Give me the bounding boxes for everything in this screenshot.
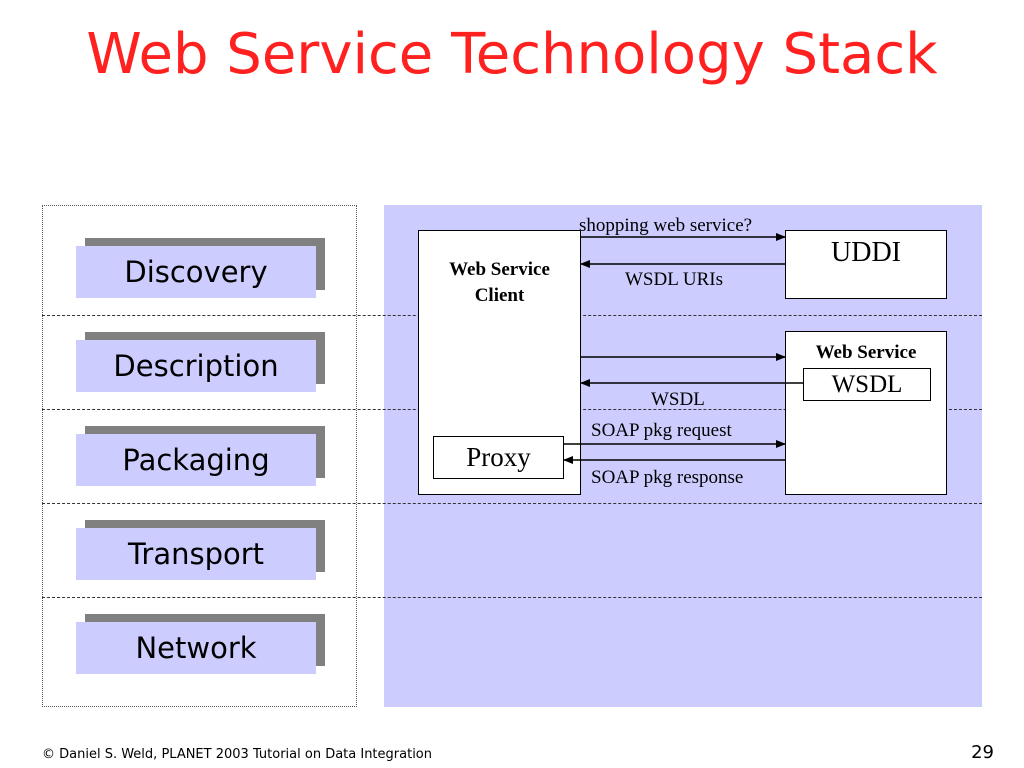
uddi-box: UDDI — [785, 230, 947, 299]
label-wsdl-uris: WSDL URIs — [625, 269, 723, 290]
label-soap-request: SOAP pkg request — [591, 420, 732, 441]
client-title-line1: Web Service — [449, 259, 550, 280]
label-shopping-query: shopping web service? — [579, 215, 753, 236]
layer-description: Description — [76, 340, 316, 392]
layer-packaging: Packaging — [76, 434, 316, 486]
web-service-box: Web Service — [785, 331, 947, 495]
web-service-title: Web Service — [815, 342, 917, 363]
layer-divider — [42, 597, 982, 598]
layer-transport: Transport — [76, 528, 316, 580]
footer-credit: © Daniel S. Weld, PLANET 2003 Tutorial o… — [42, 747, 432, 762]
client-title-line2: Client — [474, 285, 525, 306]
wsdl-box: WSDL — [803, 368, 931, 401]
proxy-box: Proxy — [433, 436, 564, 479]
page-number: 29 — [971, 742, 994, 763]
layer-network: Network — [76, 622, 316, 674]
label-soap-response: SOAP pkg response — [591, 467, 744, 488]
uddi-label: UDDI — [831, 237, 901, 268]
slide-title: Web Service Technology Stack — [86, 22, 938, 87]
layer-divider — [42, 503, 982, 504]
layer-discovery: Discovery — [76, 246, 316, 298]
label-wsdl: WSDL — [651, 389, 705, 410]
